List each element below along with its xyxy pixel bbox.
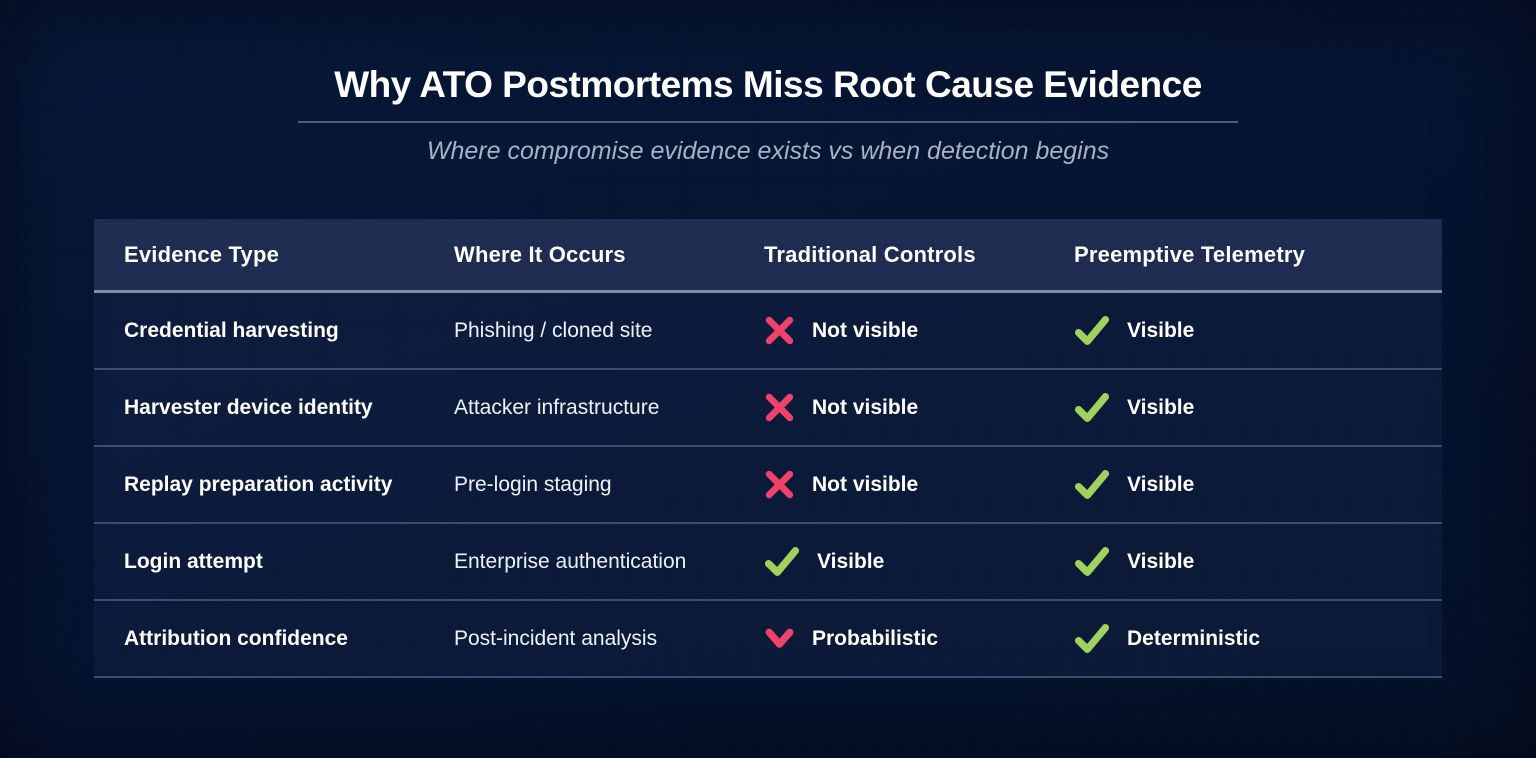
- title-block: Why ATO Postmortems Miss Root Cause Evid…: [0, 62, 1536, 166]
- status-label: Not visible: [812, 318, 919, 342]
- page-title: Why ATO Postmortems Miss Root Cause Evid…: [334, 64, 1202, 105]
- evidence-type-cell: Credential harvesting: [124, 318, 339, 342]
- table-row: Attribution confidence Post-incident ana…: [94, 601, 1442, 678]
- table-row: Replay preparation activity Pre-login st…: [94, 447, 1442, 524]
- check-icon: [1074, 624, 1110, 653]
- where-it-occurs-cell: Phishing / cloned site: [454, 318, 653, 342]
- preemptive-telemetry-cell: Visible: [1074, 546, 1442, 577]
- column-header-traditional-controls: Traditional Controls: [764, 241, 976, 267]
- status-label: Visible: [1127, 472, 1195, 496]
- check-icon: [1074, 470, 1110, 499]
- preemptive-telemetry-cell: Visible: [1074, 392, 1442, 423]
- check-icon: [764, 547, 800, 576]
- status-label: Visible: [1127, 549, 1195, 573]
- where-it-occurs-cell: Enterprise authentication: [454, 549, 687, 573]
- traditional-controls-cell: Visible: [764, 546, 1074, 577]
- status-label: Visible: [817, 549, 885, 573]
- status-label: Not visible: [812, 472, 919, 496]
- traditional-controls-cell: Not visible: [764, 315, 1074, 346]
- cross-icon: [765, 470, 794, 499]
- table-header-row: Evidence Type Where It Occurs Traditiona…: [94, 219, 1442, 293]
- preemptive-telemetry-cell: Deterministic: [1074, 623, 1442, 654]
- check-icon: [1074, 393, 1110, 422]
- traditional-controls-cell: Not visible: [764, 469, 1074, 500]
- status-label: Visible: [1127, 395, 1195, 419]
- table-row: Credential harvesting Phishing / cloned …: [94, 293, 1442, 370]
- preemptive-telemetry-cell: Visible: [1074, 469, 1442, 500]
- page-subtitle: Where compromise evidence exists vs when…: [426, 137, 1110, 165]
- cross-icon: [765, 393, 794, 422]
- where-it-occurs-cell: Post-incident analysis: [454, 626, 658, 650]
- evidence-type-cell: Attribution confidence: [124, 626, 348, 650]
- column-header-evidence-type: Evidence Type: [124, 241, 280, 267]
- where-it-occurs-cell: Attacker infrastructure: [454, 395, 660, 419]
- table-row: Harvester device identity Attacker infra…: [94, 370, 1442, 447]
- chevron-down-icon: [765, 628, 794, 648]
- status-label: Not visible: [812, 395, 919, 419]
- traditional-controls-cell: Not visible: [764, 392, 1074, 423]
- table-row: Login attempt Enterprise authentication …: [94, 524, 1442, 601]
- evidence-type-cell: Replay preparation activity: [124, 472, 393, 496]
- column-header-preemptive-telemetry: Preemptive Telemetry: [1074, 241, 1306, 267]
- cross-icon: [765, 316, 794, 345]
- traditional-controls-cell: Probabilistic: [764, 627, 1074, 651]
- where-it-occurs-cell: Pre-login staging: [454, 472, 612, 496]
- status-label: Probabilistic: [812, 626, 939, 650]
- check-icon: [1074, 316, 1110, 345]
- title-divider: [298, 121, 1238, 123]
- status-label: Visible: [1127, 318, 1195, 342]
- status-label: Deterministic: [1127, 626, 1261, 650]
- evidence-type-cell: Login attempt: [124, 549, 263, 573]
- comparison-table: Evidence Type Where It Occurs Traditiona…: [94, 219, 1442, 678]
- preemptive-telemetry-cell: Visible: [1074, 315, 1442, 346]
- column-header-where-it-occurs: Where It Occurs: [454, 241, 626, 267]
- check-icon: [1074, 547, 1110, 576]
- evidence-type-cell: Harvester device identity: [124, 395, 373, 419]
